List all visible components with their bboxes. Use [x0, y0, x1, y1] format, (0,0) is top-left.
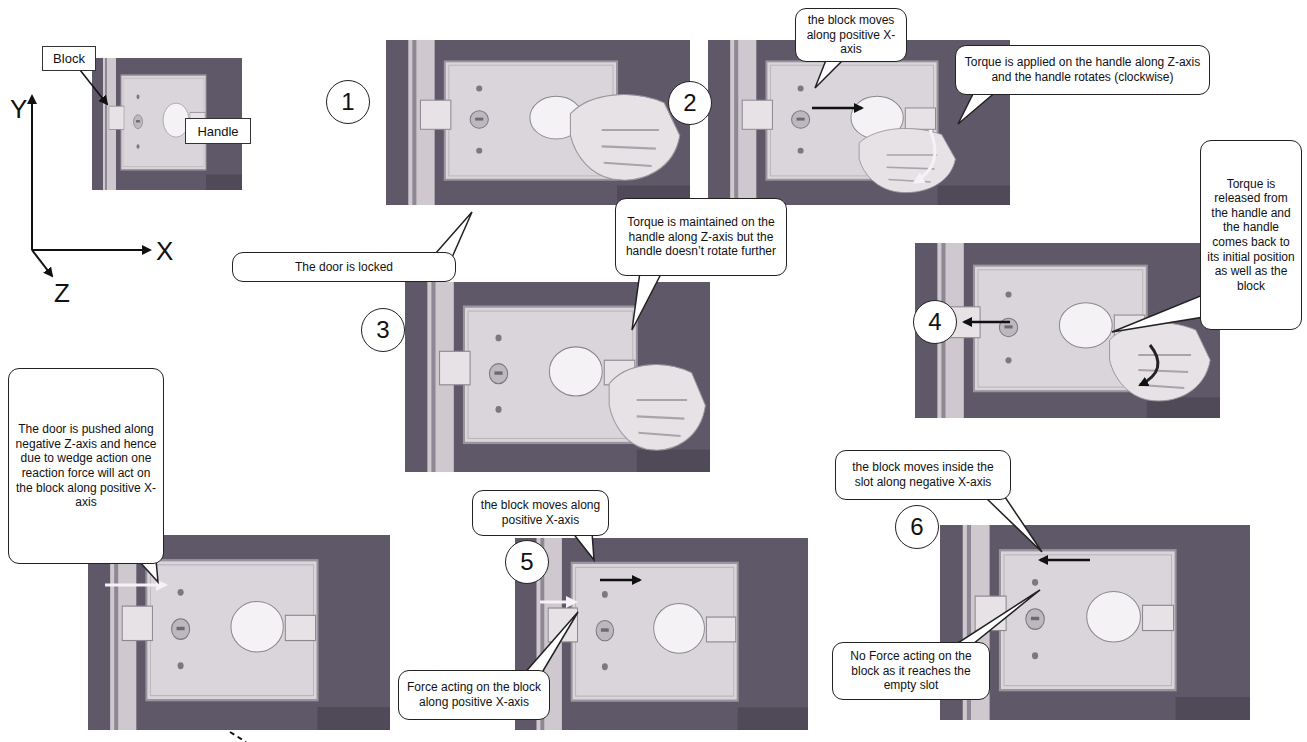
callout-bubble: Force acting on the block along positive… — [398, 670, 550, 720]
axis-label: Y — [10, 94, 27, 125]
callout-text: Torque is applied on the handle along Z-… — [962, 55, 1203, 84]
callout-text: the block moves along positive X-axis — [479, 498, 602, 527]
callout-text: The door is pushed along negative Z-axis… — [15, 422, 157, 510]
callout-text: 5 — [520, 548, 533, 576]
callout-text: the block moves along positive X-axis — [802, 13, 900, 57]
step-circle: 6 — [895, 505, 939, 549]
callout-text: Force acting on the block along positive… — [405, 680, 543, 709]
callout-text: Torque is maintained on the handle along… — [622, 215, 780, 259]
callout-text: Torque is released from the handle and t… — [1207, 177, 1295, 294]
step-circle: 1 — [326, 80, 370, 124]
axis-label: X — [156, 236, 173, 267]
callout-text: The door is locked — [295, 260, 393, 275]
step-circle: 5 — [505, 540, 549, 584]
callout-bubble: No Force acting on the block as it reach… — [832, 642, 990, 700]
part-label: Handle — [185, 118, 251, 144]
callout-bubble: the block moves inside the slot along ne… — [835, 450, 1011, 500]
callout-text: No Force acting on the block as it reach… — [839, 649, 983, 693]
callout-bubble: The door is locked — [232, 252, 456, 282]
step-circle: 2 — [668, 81, 712, 125]
callout-bubble: Torque is applied on the handle along Z-… — [955, 45, 1210, 95]
callout-bubble: the block moves along positive X-axis — [795, 8, 907, 62]
callout-text: the block moves inside the slot along ne… — [842, 460, 1004, 489]
callout-bubble: The door is pushed along negative Z-axis… — [8, 368, 164, 564]
callout-text: Handle — [197, 124, 238, 139]
callout-bubble: Torque is released from the handle and t… — [1200, 140, 1302, 330]
step-circle: 4 — [913, 300, 957, 344]
callout-bubble: Torque is maintained on the handle along… — [615, 198, 787, 276]
part-label: Block — [42, 46, 96, 71]
callout-bubble: the block moves along positive X-axis — [472, 490, 609, 536]
callout-text: 6 — [910, 513, 923, 541]
axis-label: Z — [54, 278, 70, 309]
callout-text: 1 — [341, 88, 354, 116]
callout-text: 2 — [683, 89, 696, 117]
callout-text: Block — [53, 51, 85, 66]
step-circle: 3 — [361, 308, 405, 352]
callout-text: 3 — [376, 316, 389, 344]
callout-text: 4 — [928, 308, 941, 336]
